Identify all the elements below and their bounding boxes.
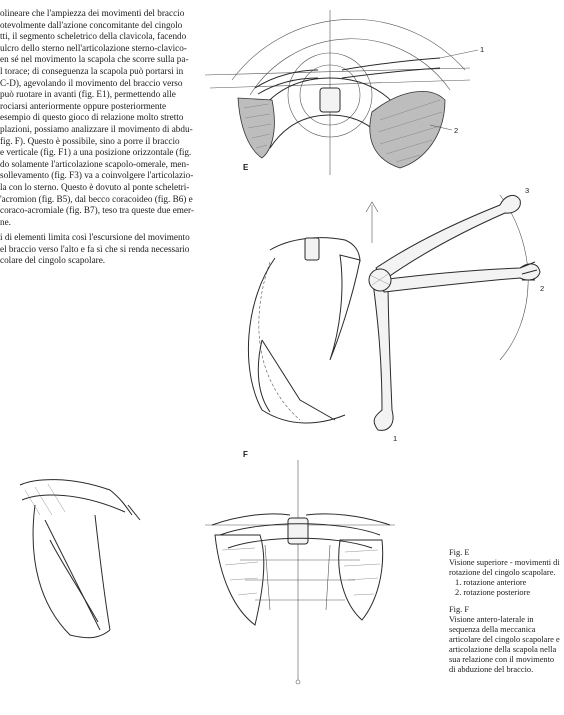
text-line: 'acromion (fig. B5), dal becco coracoide… <box>0 193 193 204</box>
figure-e-label: E <box>243 163 249 172</box>
text-line: rociarsi anteriormente oppure posteriorm… <box>0 100 167 111</box>
text-line: tti, il segmento scheletrico della clavi… <box>0 31 187 42</box>
text-line: do solamente l'articolazione scapolo-ome… <box>0 158 190 169</box>
caption-fig-e: Fig. E Visione superiore - movimenti di … <box>449 548 561 598</box>
text-line: ne. <box>0 216 11 227</box>
text-line: esempio di questo gioco di relazione mol… <box>0 112 184 123</box>
text-line: può ruotare in avanti (fig. E1), permett… <box>0 89 176 100</box>
text-line: colare del cingolo scapolare. <box>0 255 106 266</box>
frontal-view-drawing <box>205 460 395 685</box>
caption-title: Fig. E <box>449 548 470 557</box>
caption-line: rotazione del cingolo scapolare. <box>449 568 556 577</box>
caption-line: articolare del cingolo scapolare e <box>449 635 560 644</box>
text-line: C-D), agevolando il movimento del bracci… <box>0 77 183 88</box>
caption-title: Fig. F <box>449 605 470 614</box>
figure-captions: Fig. E Visione superiore - movimenti di … <box>449 548 561 682</box>
paragraph-1: olineare che l'ampiezza dei movimenti de… <box>0 8 232 228</box>
text-line: en sé nel movimento la scapola che scorr… <box>0 54 189 65</box>
caption-line: sequenza della meccanica <box>449 625 536 634</box>
lateral-view-drawing <box>19 479 141 639</box>
caption-line: di abduzione del braccio. <box>449 665 534 674</box>
text-line: l torace; di conseguenza la scapola può … <box>0 65 184 76</box>
caption-fig-f: Fig. F Visione antero-laterale in sequen… <box>449 605 561 675</box>
paragraph-2: i di elementi limita così l'escursione d… <box>0 232 232 267</box>
figure-f-number-1: 1 <box>393 434 398 443</box>
text-line: i di elementi limita così l'escursione d… <box>0 232 190 243</box>
text-line: olineare che l'ampiezza dei movimenti de… <box>0 8 185 18</box>
text-line: sollevamento (fig. F3) va a coinvolgere … <box>0 170 194 181</box>
text-line: fig. F). Questo è possibile, sino a porr… <box>0 135 180 146</box>
caption-line: sua relazione con il movimento <box>449 655 555 664</box>
figure-f-number-3: 3 <box>525 186 530 195</box>
figure-f-label: F <box>243 450 248 459</box>
figure-f-number-2: 2 <box>540 284 545 293</box>
text-line: ulcro dello sterno nell'articolazione st… <box>0 42 187 53</box>
text-line: e verticale (fig. F1) a una posizione or… <box>0 147 192 158</box>
text-line: coraco-acromiale (fig. B7), teso tra que… <box>0 205 194 216</box>
caption-line: Visione antero-laterale in <box>449 615 534 624</box>
text-line: plazioni, possiamo analizzare il movimen… <box>0 123 193 134</box>
caption-item: 1. rotazione anteriore <box>455 578 527 587</box>
figure-f-drawing <box>247 194 541 431</box>
text-line: otevolmente dall'azione concomitante del… <box>0 19 183 30</box>
figure-e-drawing <box>204 10 479 175</box>
text-line: la con lo sterno. Questo è dovuto al pon… <box>0 181 190 192</box>
caption-item: 2. rotazione posteriore <box>455 588 531 597</box>
figure-e-number-2: 2 <box>454 126 459 135</box>
caption-line: Visione superiore - movimenti di <box>449 558 560 567</box>
figure-e-number-1: 1 <box>480 45 485 54</box>
body-text-column: olineare che l'ampiezza dei movimenti de… <box>0 8 232 271</box>
text-line: el braccio verso l'alto e fa sì che si r… <box>0 243 190 254</box>
caption-line: articolazione della scapola nella <box>449 645 557 654</box>
